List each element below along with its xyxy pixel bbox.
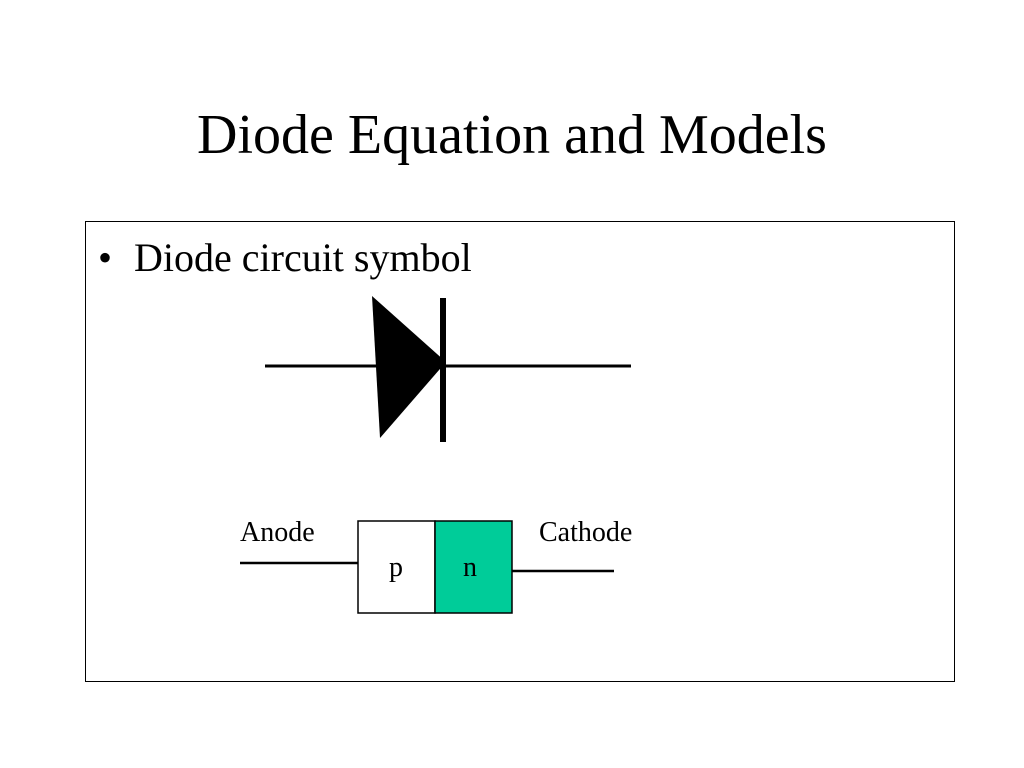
bullet-text: Diode circuit symbol [134,235,472,280]
n-region [434,520,513,614]
anode-label: Anode [240,517,315,548]
bullet-marker: • [98,235,113,280]
p-label: p [389,552,403,583]
n-label: n [463,552,477,583]
bullet-item: • Diode circuit symbol [98,234,472,282]
pn-junction: p n Anode Cathode [240,517,632,614]
diode-triangle [372,296,446,438]
cathode-label: Cathode [539,517,632,548]
slide-title: Diode Equation and Models [197,104,827,166]
diode-symbol [265,296,631,442]
content-frame [85,221,955,682]
